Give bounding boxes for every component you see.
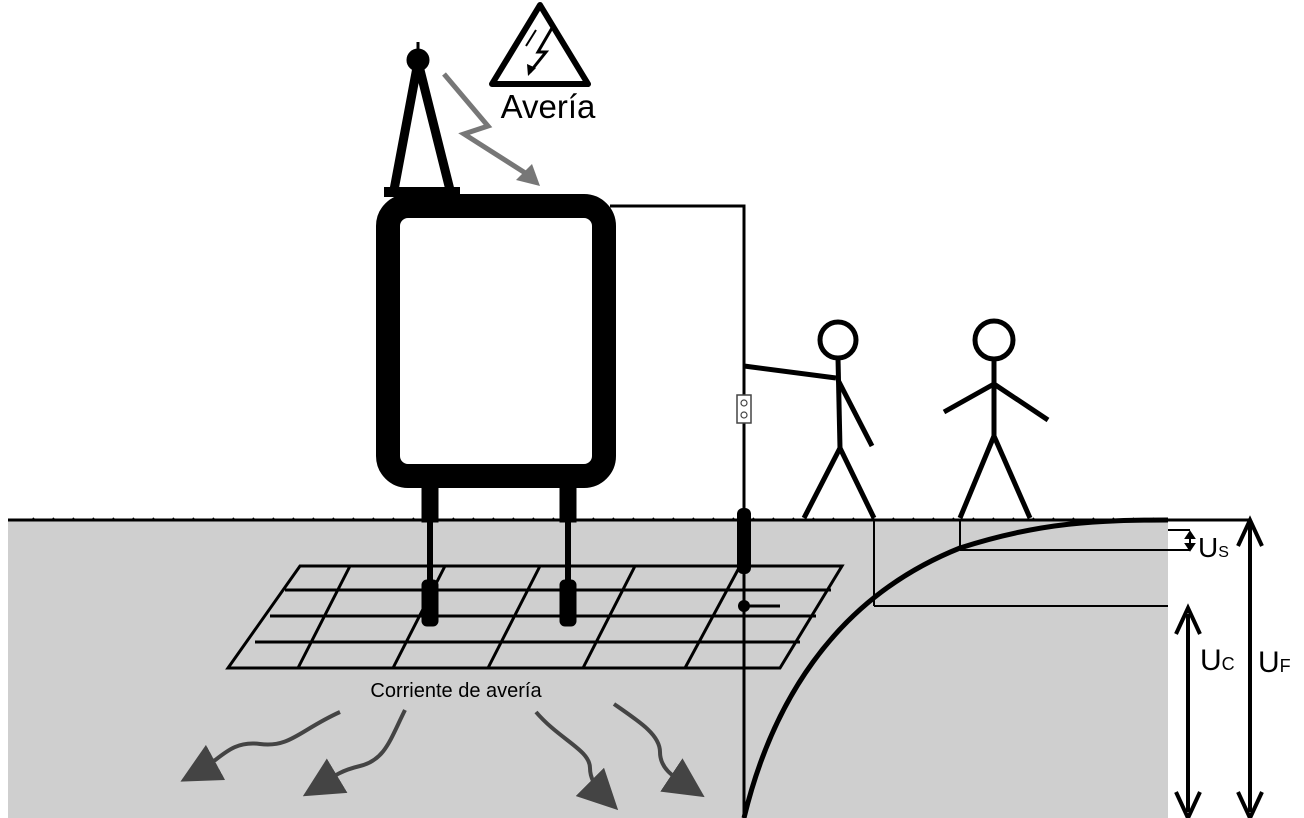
- disconnector: [736, 394, 752, 424]
- warning-triangle-icon: [489, 2, 591, 87]
- pylon: [384, 42, 460, 197]
- disconnector-contact: [740, 399, 748, 407]
- earthing-grid: [225, 564, 845, 670]
- fault-current-label: Corriente de avería: [370, 680, 542, 702]
- reference-lines: [873, 520, 1190, 607]
- step-voltage-arrow: [1184, 530, 1196, 552]
- ground-conductor: [610, 204, 746, 818]
- potential-curve: [741, 517, 1169, 818]
- ground-rod: [737, 508, 751, 574]
- touch-voltage-label: UC: [1200, 644, 1235, 677]
- person-standing: [942, 318, 1050, 520]
- fault-label: Avería: [501, 88, 596, 125]
- lightning-arrow: [442, 72, 532, 179]
- transformer-legs: [421, 480, 577, 627]
- earth-potential-rise-arrow: [1236, 515, 1264, 818]
- transformer-body: [376, 194, 616, 488]
- person-touching: [743, 319, 877, 520]
- touch-voltage-arrow: [1174, 603, 1202, 818]
- step-voltage-label: US: [1198, 532, 1229, 563]
- disconnector-contact: [740, 411, 748, 419]
- lightning-arrowhead: [516, 164, 540, 186]
- fault-current-arrows: [180, 702, 705, 811]
- earth-potential-rise-label: UF: [1258, 646, 1291, 679]
